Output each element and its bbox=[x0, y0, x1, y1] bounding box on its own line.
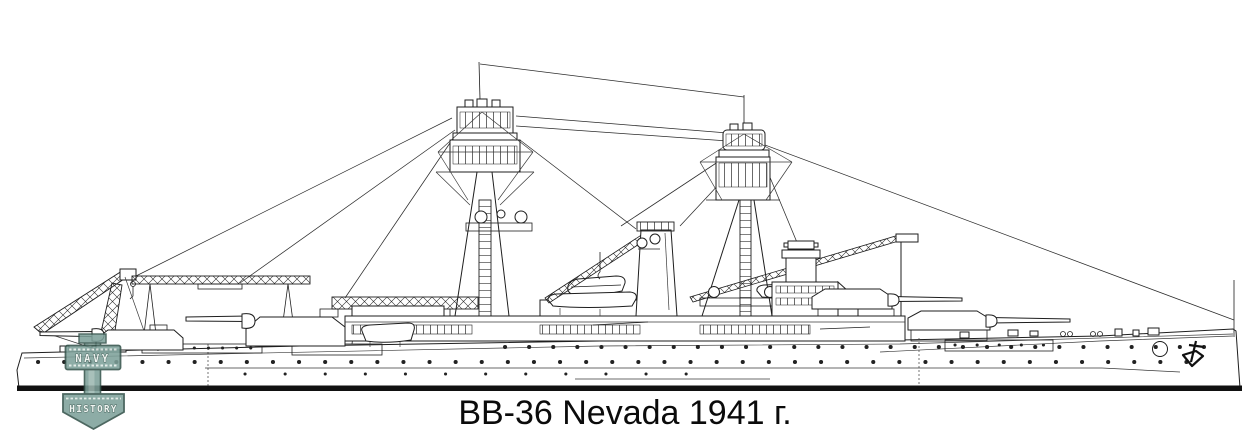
waterline-band bbox=[17, 385, 1242, 391]
anchor bbox=[1181, 340, 1205, 368]
turret-1 bbox=[907, 310, 1071, 342]
turret-3 bbox=[185, 308, 346, 347]
logo-cap bbox=[78, 333, 107, 344]
logo-navy-plate: NAVY bbox=[64, 344, 122, 371]
logo-navy-text: NAVY bbox=[75, 353, 110, 365]
navy-history-logo: NAVY HISTORY bbox=[62, 333, 125, 431]
funnel bbox=[635, 221, 678, 317]
rangefinder bbox=[783, 240, 819, 250]
foremast bbox=[699, 95, 793, 317]
hawse-pipe bbox=[1152, 341, 1168, 357]
mainmast bbox=[435, 61, 535, 317]
logo-history-text: HISTORY bbox=[69, 404, 117, 415]
quarterdeck-catapult bbox=[131, 275, 311, 352]
funnel-searchlights bbox=[636, 233, 661, 250]
logo-history-banner: HISTORY bbox=[62, 393, 125, 431]
deck-fittings bbox=[59, 327, 1160, 353]
turret-2 bbox=[811, 288, 963, 317]
caption-title: BB-36 Nevada 1941 г. bbox=[458, 394, 791, 432]
